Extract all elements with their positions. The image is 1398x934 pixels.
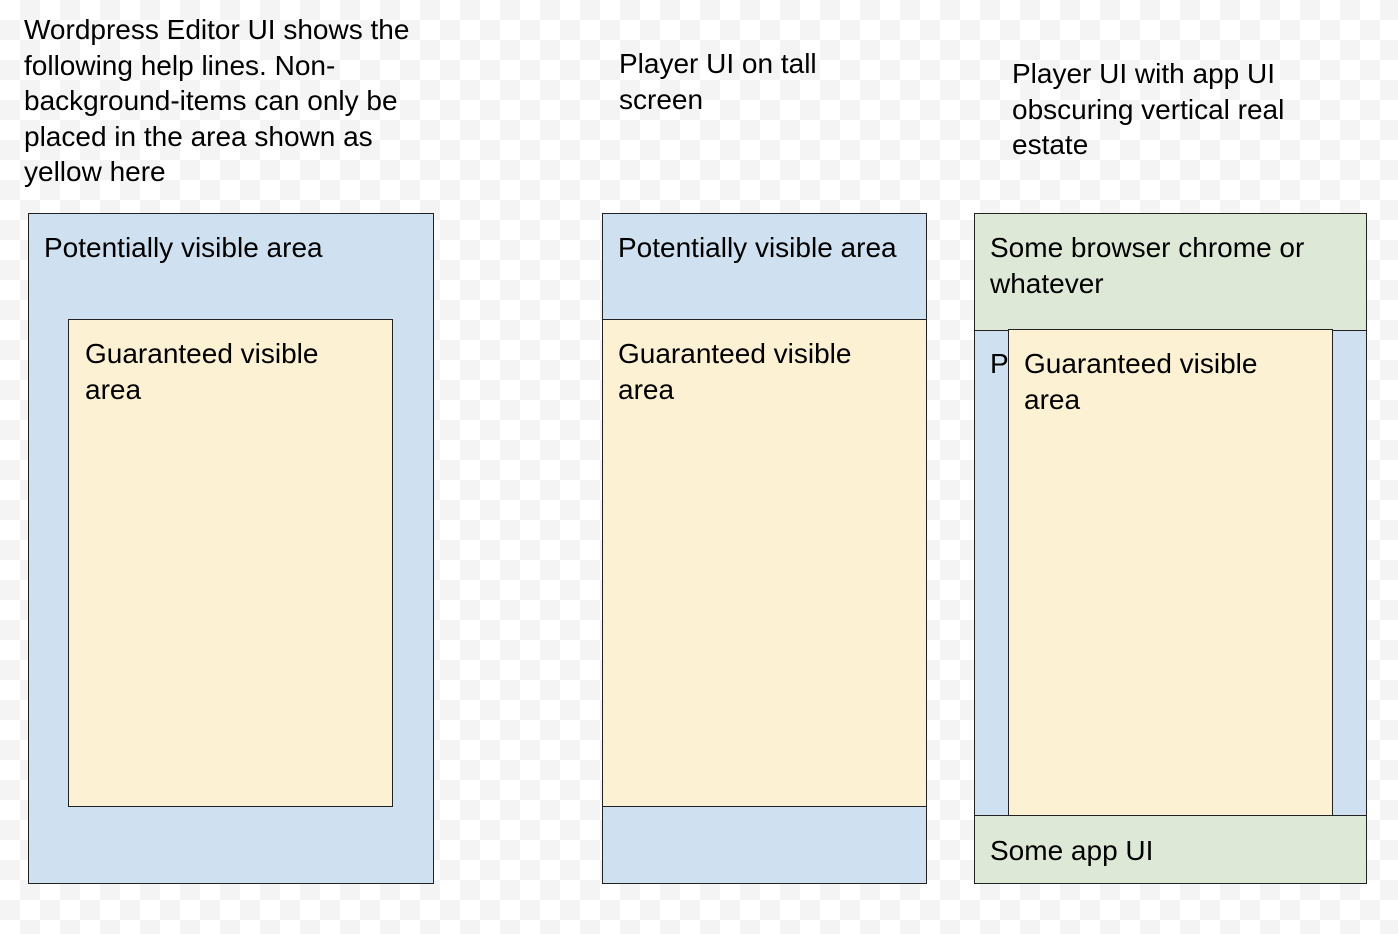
tall-potential-label: Potentially visible area (618, 232, 897, 263)
caption-tall-screen: Player UI on tall screen (619, 48, 817, 115)
app-browser-chrome-label: Some browser chrome or whatever (990, 232, 1305, 299)
app-ui-label: Some app UI (990, 835, 1154, 866)
app-potential-label-clipped: P (990, 348, 1009, 379)
tall-guaranteed-visible-area: Guaranteed visible area (602, 319, 927, 807)
editor-potential-label: Potentially visible area (44, 232, 323, 263)
app-guaranteed-label: Guaranteed visible area (1024, 348, 1258, 415)
editor-guaranteed-label: Guaranteed visible area (85, 338, 319, 405)
app-guaranteed-visible-area: Guaranteed visible area (1008, 329, 1333, 818)
editor-guaranteed-visible-area: Guaranteed visible area (68, 319, 393, 807)
app-ui-bar: Some app UI (974, 815, 1367, 884)
caption-editor: Wordpress Editor UI shows the following … (24, 14, 410, 187)
app-browser-chrome: Some browser chrome or whatever (974, 213, 1367, 331)
tall-guaranteed-label: Guaranteed visible area (618, 338, 852, 405)
caption-app-ui: Player UI with app UI obscuring vertical… (1012, 58, 1285, 160)
